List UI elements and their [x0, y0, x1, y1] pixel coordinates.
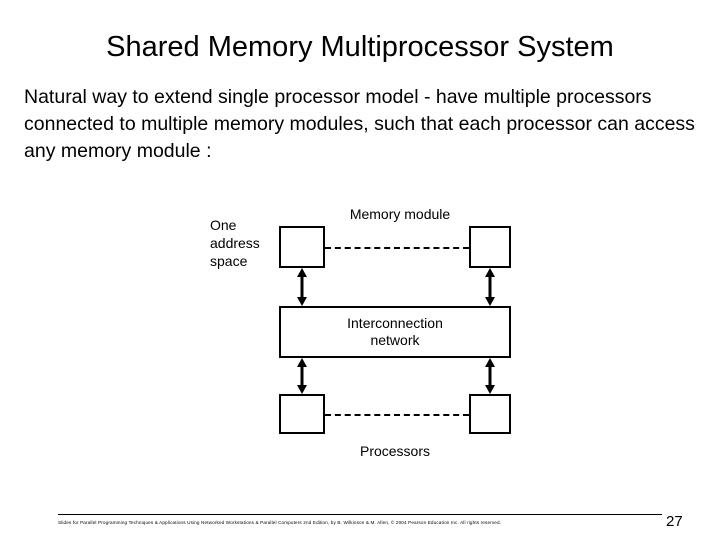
page-title: Shared Memory Multiprocessor System: [106, 31, 614, 63]
interconnection-network-line1: Interconnection: [347, 315, 443, 331]
interconnection-network-box: Interconnection network: [279, 306, 511, 358]
interconnection-network-label: Interconnection network: [347, 315, 443, 349]
processor-box-left: [279, 394, 325, 434]
label-processors: Processors: [359, 443, 431, 459]
page-number: 27: [666, 513, 683, 530]
processor-box-right: [469, 394, 511, 434]
double-arrow-icon-memory-left: [295, 268, 309, 306]
double-arrow-icon-processor-left: [295, 358, 309, 394]
body-paragraph: Natural way to extend single processor m…: [24, 86, 695, 162]
label-one-address-space: One address space: [210, 217, 260, 269]
interconnection-network-line2: network: [370, 332, 420, 348]
memory-modules-dashed-connector: [325, 247, 469, 249]
footer-credit-text: Slides for Parallel Programming Techniqu…: [58, 520, 502, 525]
memory-module-box-left: [279, 226, 325, 268]
double-arrow-icon-processor-right: [483, 358, 497, 394]
footer-divider: [58, 514, 662, 515]
memory-module-box-right: [469, 226, 511, 268]
shared-memory-architecture-diagram: One address space Memory module Intercon…: [0, 196, 720, 476]
double-arrow-icon-memory-right: [483, 268, 497, 306]
processors-dashed-connector: [325, 414, 469, 416]
label-memory-module: Memory module: [349, 206, 451, 222]
